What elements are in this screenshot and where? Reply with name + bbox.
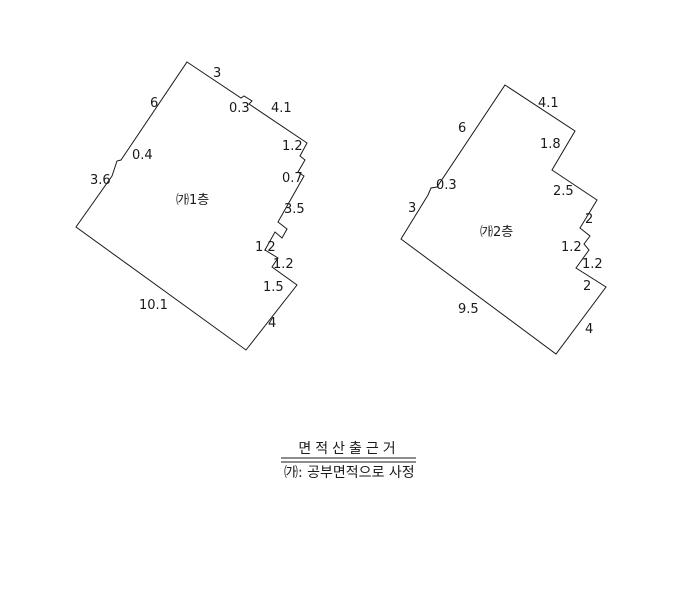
floor2-dim-2-5: 2.5 — [553, 184, 574, 199]
floor1-dim-10-1: 10.1 — [139, 298, 168, 313]
floor2-dim-0-3: 0.3 — [436, 178, 457, 193]
legend-note: ㈎: 공부면적으로 사정 — [284, 465, 415, 481]
floor2-dim-1-2-a: 1.2 — [561, 240, 582, 255]
floor2-label: ㈎2층 — [480, 225, 513, 240]
floor1-dim-3-6: 3.6 — [90, 173, 111, 188]
floor1-dim-3-5: 3.5 — [284, 202, 305, 217]
legend-title: 면적산출근거 — [298, 441, 399, 457]
floor1-dim-1-2-a: 1.2 — [282, 139, 303, 154]
floor1-outline — [75, 61, 308, 351]
floor1-dim-4-1: 4.1 — [271, 101, 292, 116]
floor1-dim-0-7: 0.7 — [282, 171, 303, 186]
floor1-dim-1-2-b: 1.2 — [255, 240, 276, 255]
floor1-dim-1-5: 1.5 — [263, 280, 284, 295]
floor1-dim-0-3: 0.3 — [229, 101, 250, 116]
floor1-label: ㈎1층 — [176, 193, 209, 208]
floor2-dim-6: 6 — [458, 121, 466, 136]
floor2-dim-1-8: 1.8 — [540, 137, 561, 152]
floor2-outline — [400, 84, 607, 355]
floor2-dim-4: 4 — [585, 322, 593, 337]
floor2-dim-1-2-b: 1.2 — [582, 257, 603, 272]
floor1-dim-1-2-c: 1.2 — [273, 257, 294, 272]
floor1-dim-6: 6 — [150, 96, 158, 111]
floor2-dim-2-b: 2 — [583, 279, 591, 294]
floor1-dim-0-4: 0.4 — [132, 148, 153, 163]
floor2-dim-4-1: 4.1 — [538, 96, 559, 111]
floor2-dim-3: 3 — [408, 201, 416, 216]
floor2-dim-2-a: 2 — [585, 212, 593, 227]
floor1-dim-4: 4 — [268, 316, 276, 331]
floor2-dim-9-5: 9.5 — [458, 302, 479, 317]
floor1-dim-3: 3 — [213, 66, 221, 81]
